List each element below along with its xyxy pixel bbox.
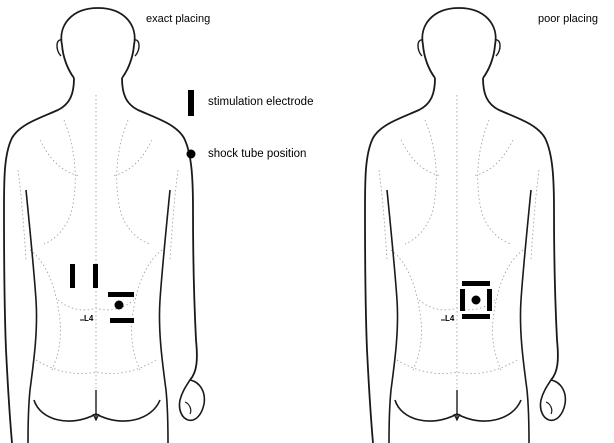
- stim-electrode-1: [70, 264, 75, 288]
- stim-electrode-right: [487, 289, 492, 311]
- stim-electrode-top: [462, 281, 490, 286]
- stim-electrode-bottom: [462, 314, 490, 319]
- stim-electrode-left: [460, 289, 465, 311]
- figure-exact-placing: [4, 8, 204, 443]
- legend-electrode-label: stimulation electrode: [208, 97, 313, 109]
- shock-tube-marker: [472, 296, 481, 305]
- legend-shock-symbol: [187, 150, 196, 159]
- stim-electrode-2: [93, 264, 98, 288]
- shock-tube-marker: [115, 301, 124, 310]
- stim-electrode-3: [108, 292, 134, 297]
- legend-shock-label: shock tube position: [208, 149, 306, 161]
- figure-poor-placing: [365, 8, 565, 443]
- stim-electrode-4: [110, 318, 134, 323]
- legend-electrode-symbol: [188, 90, 194, 116]
- vertebra-label-right: L4: [445, 315, 454, 323]
- title-exact-placing: exact placing: [146, 14, 210, 25]
- title-poor-placing: poor placing: [538, 14, 598, 25]
- vertebra-label-left: L4: [84, 315, 93, 323]
